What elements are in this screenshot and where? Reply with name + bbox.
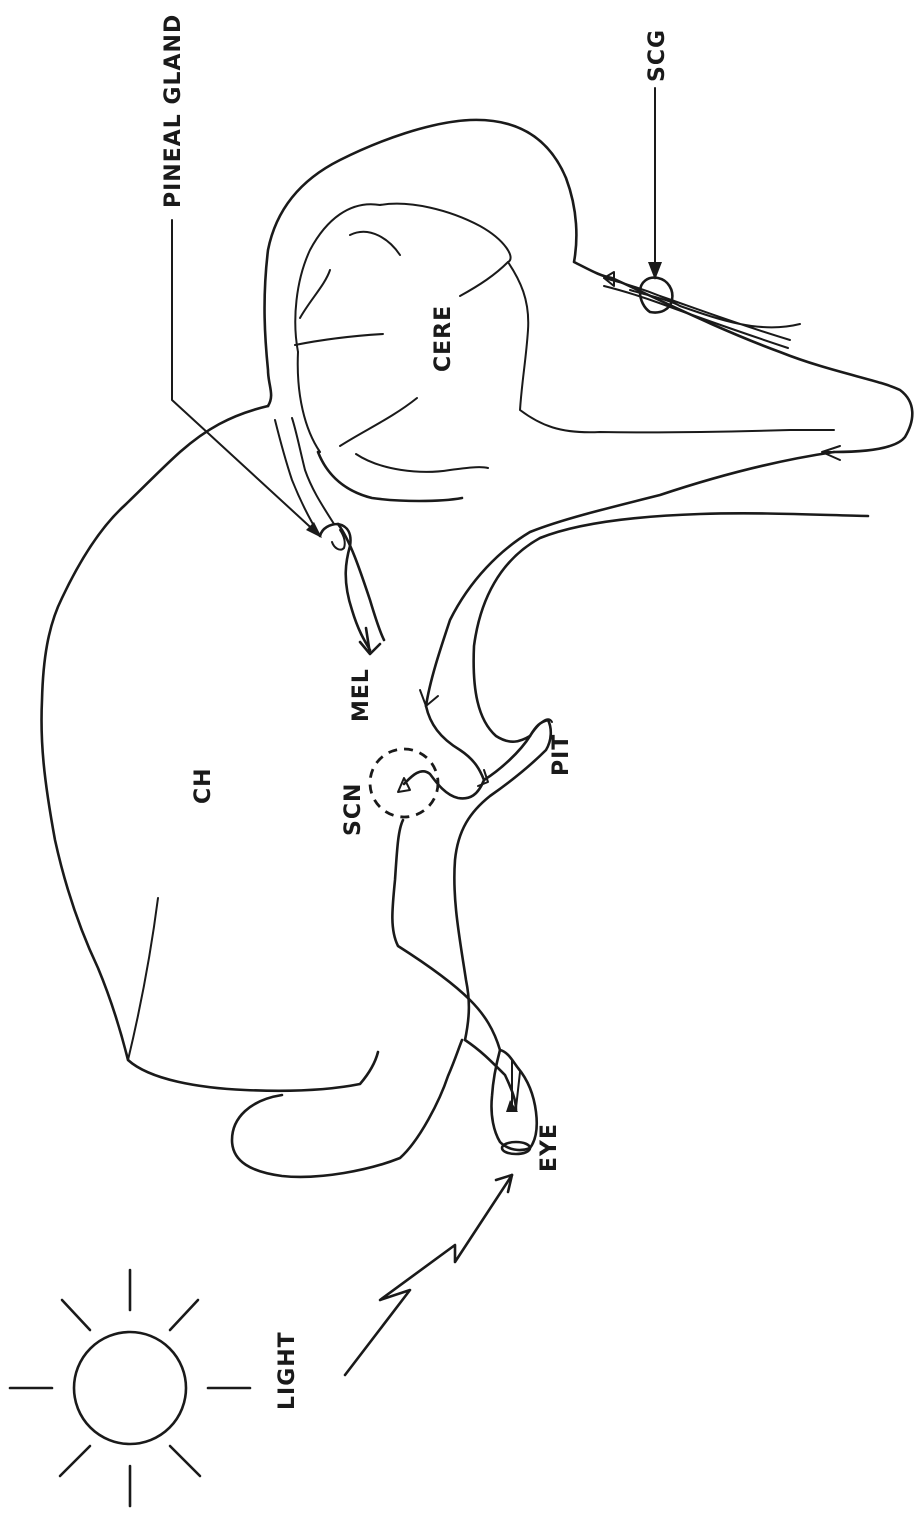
label-scg: SCG	[645, 29, 670, 82]
brainstem-outline	[318, 452, 462, 501]
spinal-cord-upper	[426, 452, 834, 706]
light-bolt	[345, 1175, 512, 1375]
retinohypothalamic-tract	[392, 820, 500, 1050]
label-cere: CERE	[431, 305, 456, 372]
cerebellum-inner-outline	[295, 204, 834, 433]
sun-icon	[74, 1332, 186, 1444]
label-scn: SCN	[341, 783, 366, 836]
pineal-gland-inner	[332, 530, 345, 550]
label-ch: CH	[191, 767, 216, 804]
olfactory-lobe-outline	[232, 1040, 462, 1177]
cerebellum-fold-3	[350, 232, 400, 255]
cerebellum-fold-1	[295, 334, 383, 345]
cerebral-hemisphere-outline	[42, 406, 378, 1091]
label-mel: MEL	[349, 668, 374, 722]
hemisphere-fissure	[128, 898, 158, 1060]
label-light: LIGHT	[275, 1331, 300, 1410]
pituitary-stalk-outline	[454, 720, 550, 1040]
label-pineal-gland: PINEAL GLAND	[161, 14, 186, 208]
cerebellum-fold-7	[356, 454, 488, 472]
cerebellum-fold-5	[340, 398, 417, 446]
spinal-cord-arrow-end	[822, 446, 850, 460]
mel-arrow	[360, 628, 380, 654]
cerebellum-fold-6	[298, 352, 320, 452]
hypothalamus-outline	[404, 706, 484, 798]
cerebellum-fold-4	[460, 262, 508, 296]
label-eye: EYE	[537, 1123, 562, 1172]
label-pit: PIT	[549, 734, 574, 776]
cerebellum-outline	[265, 120, 913, 452]
spinal-cord-lower	[474, 513, 868, 741]
sun-rays	[10, 1270, 250, 1506]
cerebellum-fold-2	[300, 270, 330, 318]
